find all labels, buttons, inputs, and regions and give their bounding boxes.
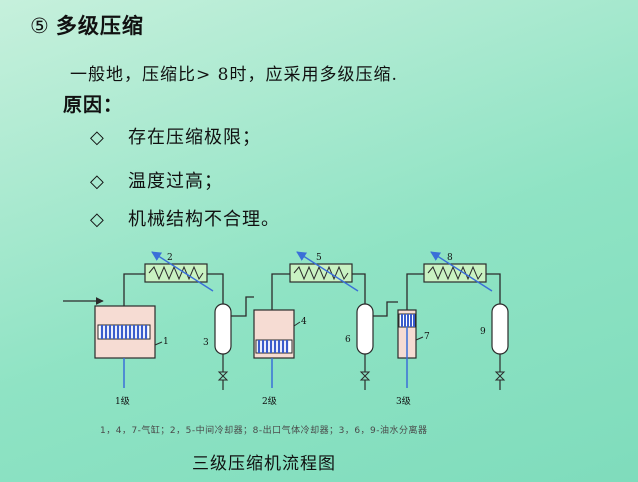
reason-text: 存在压缩极限； xyxy=(128,127,261,148)
stage-label: 3级 xyxy=(396,395,411,407)
stage-1: 1 1级 2 3 xyxy=(94,251,254,407)
oil-water-separator xyxy=(356,303,374,355)
pipe xyxy=(123,273,145,306)
pipe xyxy=(486,273,501,304)
reason-item: ◇ 机械结构不合理。 xyxy=(90,205,280,231)
oil-water-separator xyxy=(491,303,509,355)
reason-item: ◇ 存在压缩极限； xyxy=(90,123,261,149)
drain-valve-icon xyxy=(494,371,506,381)
section-title: 多级压缩 xyxy=(55,13,144,38)
pipe xyxy=(373,301,398,317)
cooler-label: 8 xyxy=(447,253,453,263)
diamond-bullet-icon: ◇ xyxy=(90,209,105,230)
separator-label: 6 xyxy=(345,335,351,345)
cooler-label: 5 xyxy=(316,253,322,263)
diagram-legend: 1，4，7-气缸；2，5-中间冷却器；8-出口气体冷却器；3，6，9-油水分离器 xyxy=(100,426,428,436)
intro-paragraph: 一般地，压缩比> 8时，应采用多级压缩. xyxy=(70,65,398,85)
pipe xyxy=(271,273,290,310)
reason-item: ◇ 温度过高； xyxy=(90,167,223,193)
cylinder-label: 1 xyxy=(163,337,169,347)
diamond-bullet-icon: ◇ xyxy=(90,127,105,148)
stage-3: 7 3级 8 9 xyxy=(396,251,509,407)
pipe xyxy=(352,273,366,304)
coolant-arrow xyxy=(430,251,493,292)
drain-valve-icon xyxy=(217,371,229,381)
cylinder-label: 4 xyxy=(301,317,307,327)
stage-label: 2级 xyxy=(262,395,277,407)
compressor-flow-diagram: 1 1级 2 3 4 2级 5 6 xyxy=(63,251,509,407)
piston xyxy=(97,324,151,340)
pipe xyxy=(406,273,424,310)
cylinder-label: 7 xyxy=(424,332,430,342)
separator-label: 3 xyxy=(203,338,209,348)
stage-label: 1级 xyxy=(115,395,130,407)
reasons-label: 原因： xyxy=(63,94,124,116)
drain-valve-icon xyxy=(359,371,371,381)
pipe xyxy=(231,296,254,317)
stage-2: 4 2级 5 6 xyxy=(253,251,398,407)
section-number: ⑤ xyxy=(30,14,50,38)
pipe xyxy=(207,273,224,304)
piston xyxy=(398,313,416,328)
reason-text: 机械结构不合理。 xyxy=(128,209,280,230)
coolant-arrow xyxy=(151,251,214,292)
piston xyxy=(255,339,293,354)
coolant-arrow xyxy=(296,251,359,292)
separator-label: 9 xyxy=(480,327,486,337)
diagram-caption: 三级压缩机流程图 xyxy=(192,454,336,474)
oil-water-separator xyxy=(214,303,232,355)
reason-text: 温度过高； xyxy=(128,171,223,192)
diamond-bullet-icon: ◇ xyxy=(90,171,105,192)
cooler-label: 2 xyxy=(167,253,173,263)
